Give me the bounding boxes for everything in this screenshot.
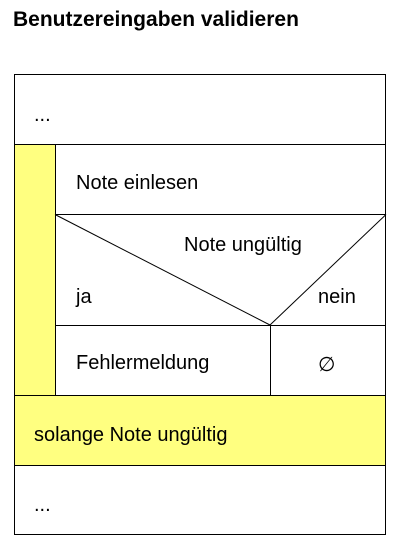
bottom-statement: ... (34, 494, 51, 516)
top-statement: ... (34, 104, 51, 126)
decision-yes-label: ja (76, 286, 92, 308)
decision-diagonal-right (269, 214, 387, 326)
loop-footer (14, 395, 386, 465)
error-message-action: Fehlermeldung (76, 352, 210, 374)
diagram-title: Benutzereingaben validieren (13, 8, 299, 31)
decision-diagonal-left (54, 214, 271, 326)
decision-condition: Note ungültig (184, 234, 302, 256)
read-grade-statement: Note einlesen (76, 172, 199, 194)
outer-frame (14, 74, 386, 535)
empty-action: ∅ (318, 354, 336, 376)
decision-no-label: nein (318, 286, 356, 308)
loop-condition: solange Note ungültig (34, 424, 228, 446)
